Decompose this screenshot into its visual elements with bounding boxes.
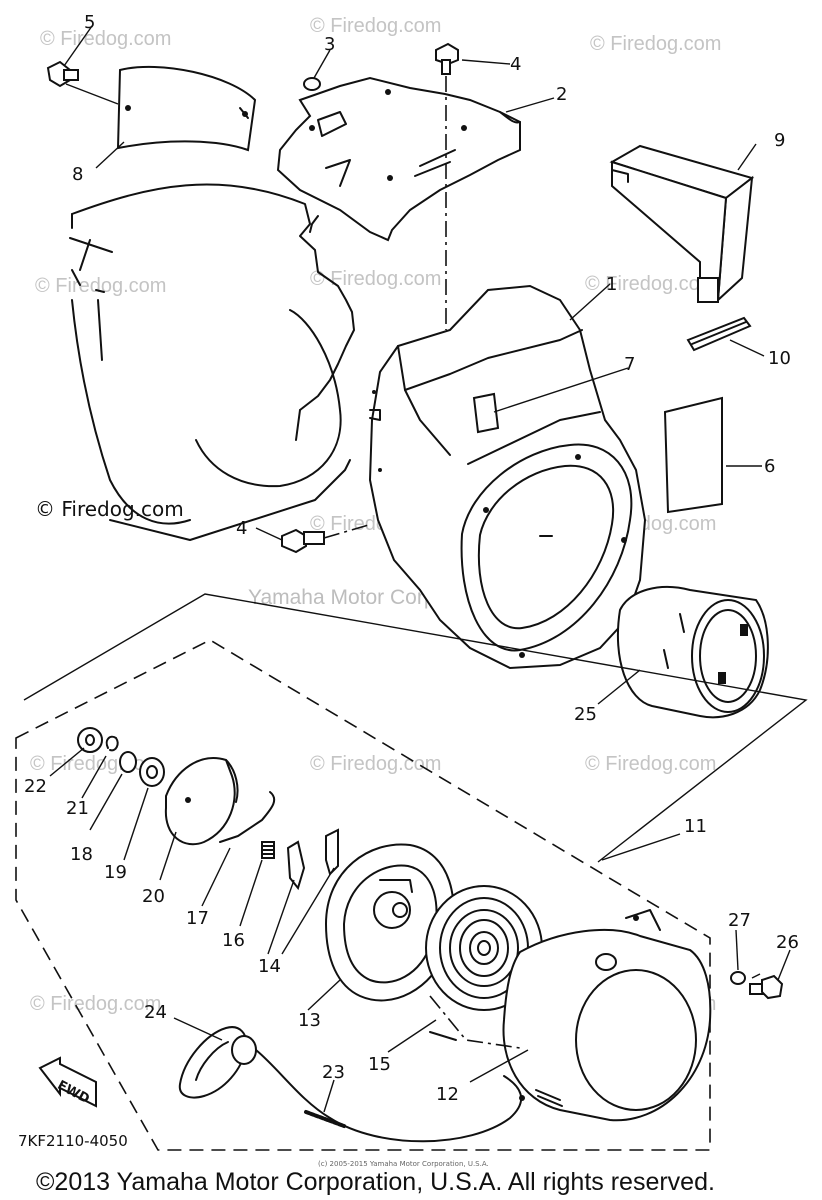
part-25-cup	[616, 586, 769, 719]
callout-14: 14	[258, 956, 281, 977]
part-1-housing	[368, 284, 647, 670]
watermark-text: © Firedog.com	[310, 268, 441, 290]
part-23-rope-section	[304, 1110, 346, 1128]
callout-6: 6	[764, 456, 775, 477]
group-outline	[23, 593, 808, 863]
alignment-line	[323, 523, 373, 539]
part-24-handle	[178, 1026, 257, 1099]
recoil-group-outline	[15, 639, 711, 1151]
engine-outline: © Firedog.com	[35, 183, 355, 541]
part-26-bolt	[749, 974, 784, 1000]
watermark-layer: © Firedog.com © Firedog.com © Firedog.co…	[30, 15, 721, 1015]
watermark-text: © Firedog.com	[35, 275, 166, 297]
part-15-pin	[429, 1031, 457, 1041]
part-14-pawl	[286, 840, 306, 891]
callout-9: 9	[774, 130, 785, 151]
part-4-bolt	[435, 42, 459, 75]
callout-13: 13	[298, 1010, 321, 1031]
watermark-text: © Firedog.com	[310, 753, 441, 775]
callout-24: 24	[144, 1002, 167, 1023]
callout-15: 15	[368, 1054, 391, 1075]
callout-2: 2	[556, 84, 567, 105]
callout-5: 5	[84, 12, 95, 33]
callout-25: 25	[574, 704, 597, 725]
watermark-text: © Firedog.com	[585, 753, 716, 775]
part-4-side-bolt	[281, 528, 325, 554]
part-13-drum	[324, 843, 455, 1002]
callout-11: 11	[684, 816, 707, 837]
callout-10: 10	[768, 348, 791, 369]
copyright-footer: ©2013 Yamaha Motor Corporation, U.S.A. A…	[36, 1168, 715, 1196]
callout-1: 1	[606, 274, 617, 295]
part-14-pawl	[325, 828, 339, 876]
part-20-cap	[164, 757, 239, 846]
callout-8: 8	[72, 164, 83, 185]
callout-17: 17	[186, 908, 209, 929]
leader-lines	[49, 25, 791, 1113]
part-18-washer	[119, 751, 137, 773]
callout-16: 16	[222, 930, 245, 951]
watermark-text: © Firedog.com	[590, 33, 721, 55]
part-8-cover	[116, 65, 257, 152]
part-3-washer	[303, 77, 321, 91]
part-7-label	[472, 392, 500, 434]
callout-27: 27	[728, 910, 751, 931]
part-23-rope	[255, 1049, 523, 1143]
part-5-bolt	[46, 60, 79, 88]
part-2-plate	[276, 76, 521, 242]
callout-4: 4	[510, 54, 521, 75]
drawing-code: 7KF2110-4050	[18, 1132, 128, 1150]
callout-18: 18	[70, 844, 93, 865]
callout-3: 3	[324, 34, 335, 55]
part-19-washer	[139, 757, 165, 787]
watermark-text: © Firedog.com	[40, 28, 171, 50]
part-21-washer	[105, 735, 119, 752]
callout-23: 23	[322, 1062, 345, 1083]
part-16-spring	[261, 841, 275, 859]
callout-20: 20	[142, 886, 165, 907]
part-6-plate	[663, 396, 723, 514]
part-10-rubber	[686, 316, 752, 352]
fine-print: (c) 2005-2015 Yamaha Motor Corporation, …	[318, 1160, 489, 1168]
fwd-arrow: FWD	[38, 1056, 97, 1108]
part-22-nut	[77, 727, 103, 753]
callout-19: 19	[104, 862, 127, 883]
watermark-text: © Firedog.com	[585, 273, 716, 295]
callout-26: 26	[776, 932, 799, 953]
watermark-text: © Firedog.com	[310, 15, 441, 37]
callout-12: 12	[436, 1084, 459, 1105]
part-12-starter-case	[502, 909, 712, 1122]
part-9-bracket	[609, 144, 755, 303]
callout-22: 22	[24, 776, 47, 797]
watermark-text: © Firedog.com	[35, 497, 184, 521]
callout-7: 7	[624, 354, 635, 375]
part-17-spring	[219, 791, 276, 843]
alignment-line	[429, 995, 521, 1049]
callout-4: 4	[236, 518, 247, 539]
watermark-text: © Firedog.com	[30, 993, 161, 1015]
callout-labels: 5 3 4 2 8 9 1 7 10 6 4 25 22 21 18 19 20…	[24, 12, 799, 1105]
part-27-washer	[730, 971, 746, 985]
callout-21: 21	[66, 798, 89, 819]
